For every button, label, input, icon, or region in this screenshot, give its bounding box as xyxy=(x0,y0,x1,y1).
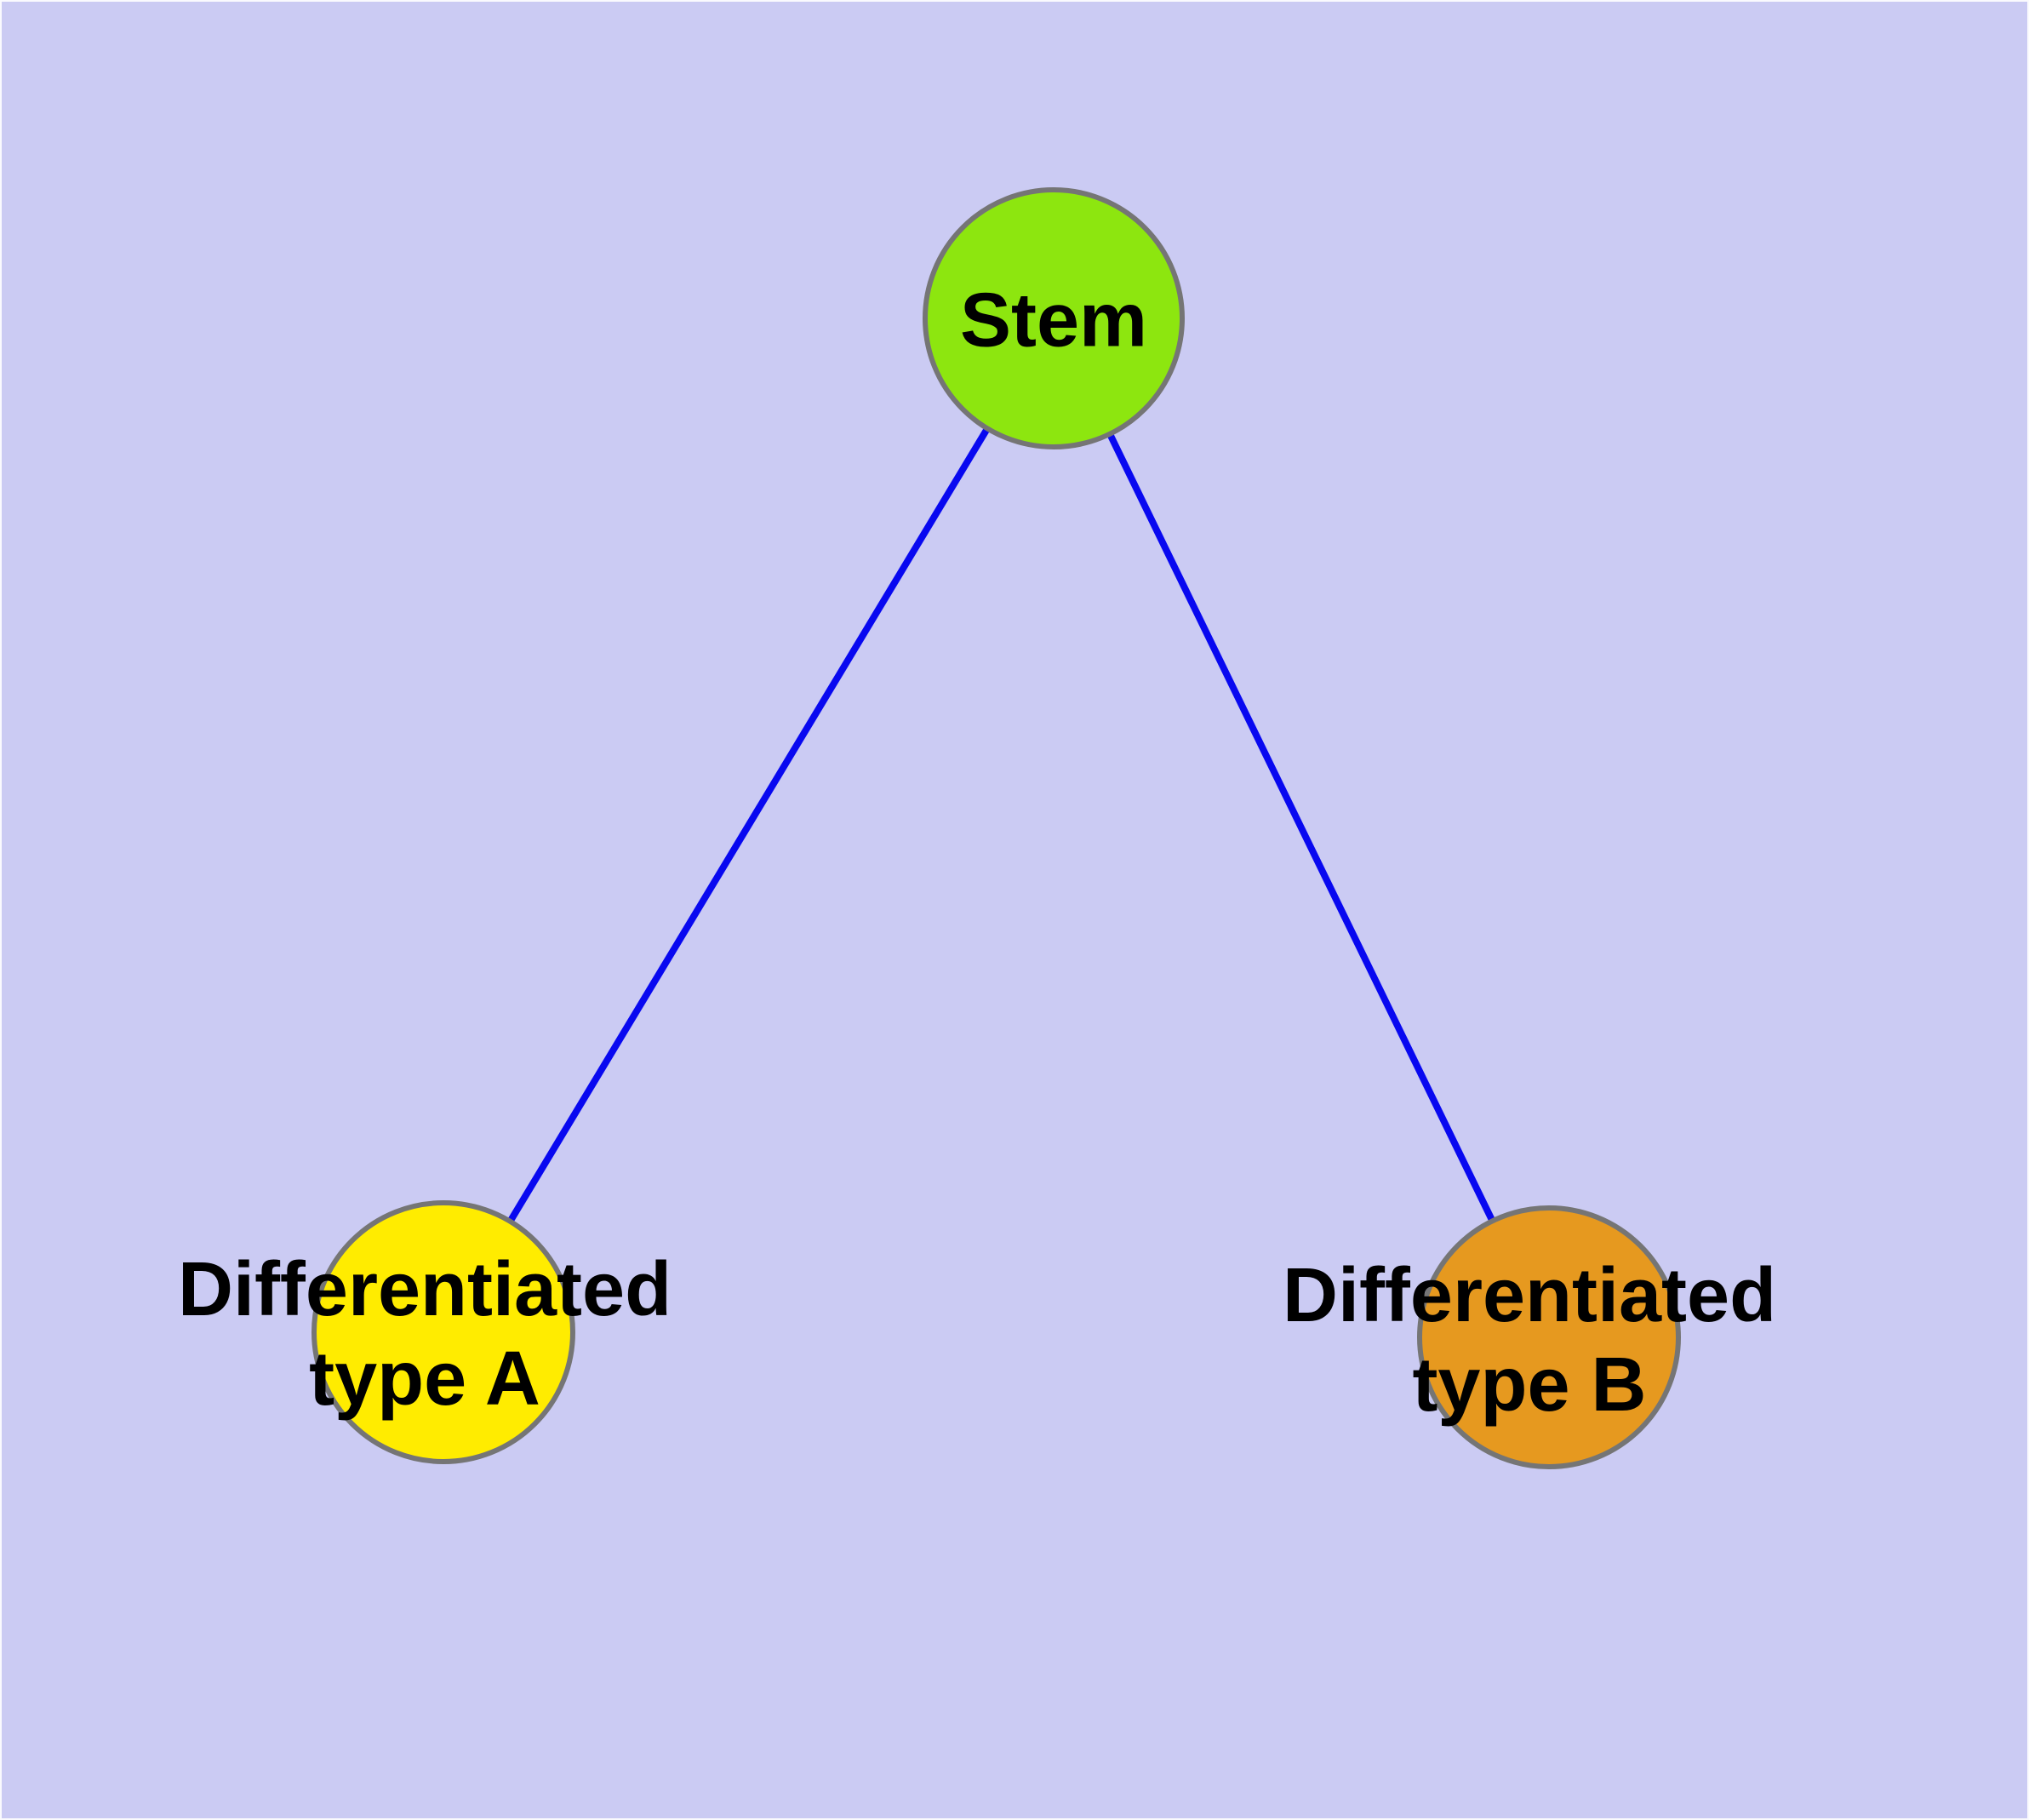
node-stem-label: Stem xyxy=(959,278,1148,363)
node-differentiated-type-a xyxy=(311,1200,575,1464)
edge-stem-to-type-b xyxy=(1050,317,1552,1339)
node-differentiated-type-b xyxy=(1417,1205,1681,1469)
node-differentiated-type-a-label: Differentiated type A xyxy=(177,1247,672,1422)
edge-stem-to-type-a xyxy=(440,316,1057,1335)
node-stem xyxy=(923,187,1185,449)
node-differentiated-type-b-label: Differentiated type B xyxy=(1282,1253,1777,1428)
